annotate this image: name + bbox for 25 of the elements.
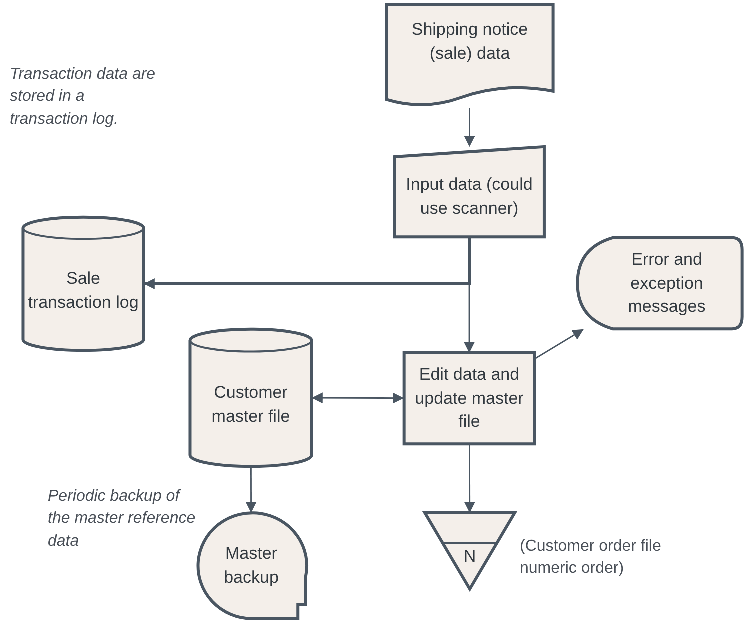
arrow (144, 238, 472, 290)
arrow (246, 468, 257, 514)
database-cylinder (189, 328, 313, 468)
arrow (312, 392, 404, 404)
arrow (536, 329, 584, 359)
node-label: Input data (could use scanner) (405, 174, 534, 220)
node-label: Edit data and update master file (414, 364, 525, 434)
node-label: Customer master file (210, 382, 292, 428)
node-label: Shipping notice (sale) data (410, 19, 530, 65)
annotation-note: Transaction data are stored in a transaction log. (10, 65, 157, 130)
annotation-note: Periodic backup of the master reference data (48, 487, 197, 552)
tape-storage-shape (196, 512, 307, 620)
database-cylinder (22, 216, 145, 352)
arrow (464, 445, 476, 514)
node-label: Error and exception messages (627, 248, 707, 318)
annotation-note: (Customer order file numeric order) (520, 537, 662, 580)
display-shape (576, 237, 744, 330)
storage-triangle (424, 512, 516, 590)
process-box (403, 352, 536, 445)
manual-input-shape (393, 146, 546, 238)
document-shape (385, 4, 555, 108)
node-label: N (464, 546, 476, 568)
node-label: Master backup (223, 543, 280, 589)
arrow (464, 108, 476, 148)
node-label: Sale transaction log (27, 268, 140, 314)
